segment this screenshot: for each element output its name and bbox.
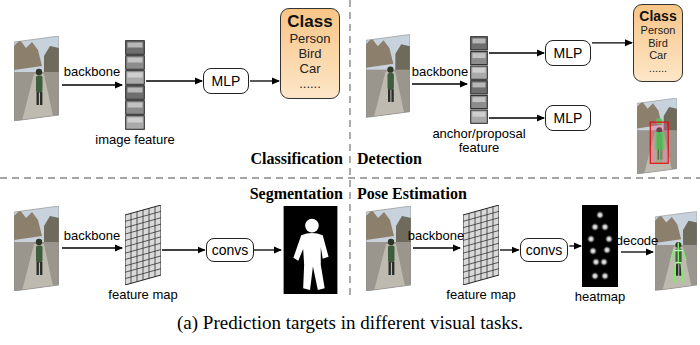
node-label: heatmap (565, 290, 635, 304)
arrow-connector (489, 117, 544, 118)
decode-label: decode (616, 233, 659, 248)
node-label: feature map (103, 288, 183, 302)
heatmap-dots (582, 205, 618, 287)
node-label: image feature (90, 133, 180, 147)
arrow-connector (250, 80, 279, 81)
task-title: Classification (251, 150, 343, 168)
convs-box: convs (520, 238, 569, 262)
figure-caption: (a) Prediction targets in different visu… (0, 312, 700, 334)
node-label: feature map (441, 288, 521, 302)
box-text: MLP (554, 45, 583, 61)
arrow-connector (162, 249, 205, 250)
class-box: ClassPerson Bird Car ...... (280, 8, 340, 99)
box-text: MLP (554, 110, 583, 126)
class-heading: Class (283, 12, 337, 32)
arrow-connector (146, 80, 202, 81)
task-title: Segmentation (250, 185, 343, 203)
box-text: convs (212, 242, 249, 258)
arrow-connector (592, 42, 632, 43)
mlp-box: MLP (203, 68, 249, 94)
feature-vector-cells (125, 40, 145, 130)
backbone-label: backbone (412, 64, 468, 79)
convs-box: convs (206, 238, 255, 262)
arrow-connector (569, 245, 581, 246)
mlp-box: MLP (545, 105, 591, 131)
feature-map: feature map (125, 205, 161, 285)
backbone-label: backbone (408, 228, 464, 243)
feature-map-grid (125, 205, 161, 285)
arrow-connector (489, 52, 544, 53)
node-label: anchor/proposal feature (429, 127, 529, 156)
feature-vector: image feature (125, 40, 145, 130)
task-title: Pose Estimation (357, 185, 467, 203)
backbone-label: backbone (64, 64, 120, 79)
arrow-connector (500, 249, 519, 250)
class-heading: Class (636, 8, 680, 24)
task-title: Detection (357, 150, 422, 168)
class-list: Person Bird Car ...... (636, 24, 680, 75)
mlp-box: MLP (545, 40, 591, 66)
feature-vector: anchor/proposal feature (470, 36, 488, 124)
heatmap: heatmap (582, 205, 618, 287)
feature-vector-cells (470, 36, 488, 124)
class-list: Person Bird Car ...... (283, 32, 337, 92)
feature-map: feature map (463, 205, 499, 285)
box-text: MLP (212, 73, 241, 89)
backbone-label: backbone (64, 228, 120, 243)
class-box: ClassPerson Bird Car ...... (633, 4, 683, 82)
box-text: convs (526, 242, 563, 258)
feature-map-grid (463, 205, 499, 285)
